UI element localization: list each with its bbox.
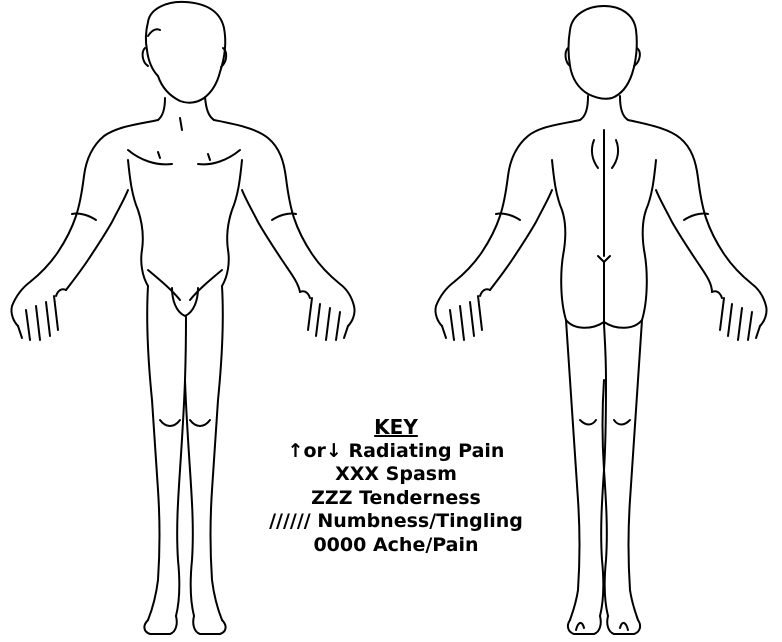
key-tenderness: ZZZ Tenderness	[226, 487, 566, 511]
key-numbness: ////// Numbness/Tingling	[226, 510, 566, 534]
key-radiating-pain: ↑or↓ Radiating Pain	[226, 440, 566, 464]
key-radiating-connector: or	[303, 440, 325, 462]
key-radiating-label: Radiating Pain	[342, 440, 505, 462]
key-ache: 0000 Ache/Pain	[226, 534, 566, 558]
up-arrow-icon: ↑	[288, 440, 304, 462]
key-spasm: XXX Spasm	[226, 463, 566, 487]
legend-key: KEY ↑or↓ Radiating Pain XXX Spasm ZZZ Te…	[226, 416, 566, 557]
back-head	[569, 6, 637, 99]
key-title: KEY	[226, 416, 566, 440]
down-arrow-icon: ↓	[326, 440, 342, 462]
